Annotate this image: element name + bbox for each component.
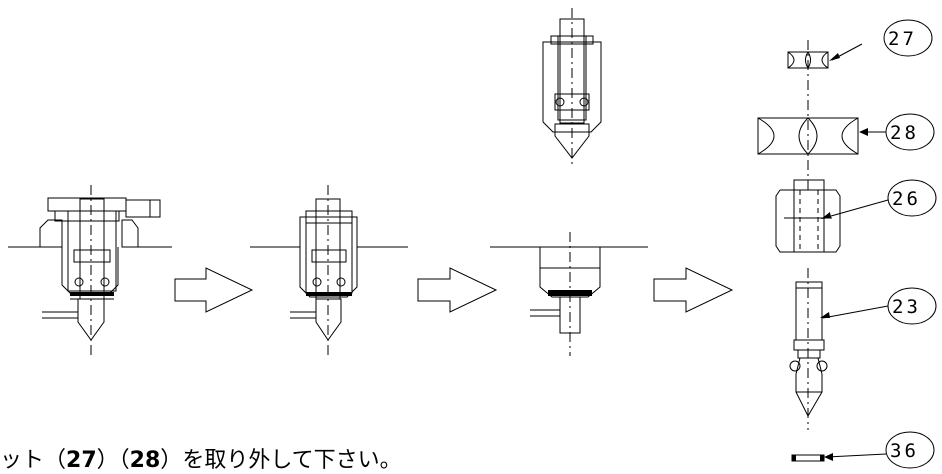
- balloon-36-label: 36: [890, 440, 919, 462]
- step1-assembly: [8, 185, 172, 356]
- balloon-23: 23: [887, 287, 937, 325]
- balloon-23-label: 23: [892, 296, 921, 318]
- step2-assembly: [250, 185, 408, 356]
- caption-ref-a: 27: [66, 448, 97, 473]
- step-arrow-3: [653, 267, 734, 313]
- caption-prefix: ット: [0, 448, 45, 473]
- part-28-hex-nut: [757, 117, 859, 155]
- balloon-28-label: 28: [890, 122, 919, 144]
- instruction-caption: ット（27）（28）を取り外して下さい。: [0, 448, 402, 473]
- leader-28: [859, 128, 886, 136]
- leader-27: [829, 43, 863, 61]
- part-27-small-nut: [787, 51, 829, 69]
- step-arrow-2: [417, 267, 498, 313]
- caption-suffix: を取り外して下さい。: [182, 448, 402, 473]
- balloon-26: 26: [887, 179, 937, 217]
- leader-26: [821, 199, 889, 219]
- balloon-27-label: 27: [888, 28, 917, 50]
- part-23-nozzle: [789, 268, 828, 430]
- leader-36: [824, 453, 887, 461]
- removed-nozzle-assembly: [542, 8, 602, 168]
- balloon-26-label: 26: [892, 188, 921, 210]
- balloon-28: 28: [885, 113, 935, 151]
- part-26-cap: [775, 179, 841, 253]
- step3-plate: [490, 232, 648, 356]
- balloon-36: 36: [885, 431, 935, 469]
- step-arrow-1: [174, 267, 254, 313]
- caption-ref-b: 28: [129, 448, 161, 473]
- part-36-washer: [791, 454, 825, 462]
- leader-23: [820, 305, 889, 319]
- balloon-27: 27: [883, 19, 933, 57]
